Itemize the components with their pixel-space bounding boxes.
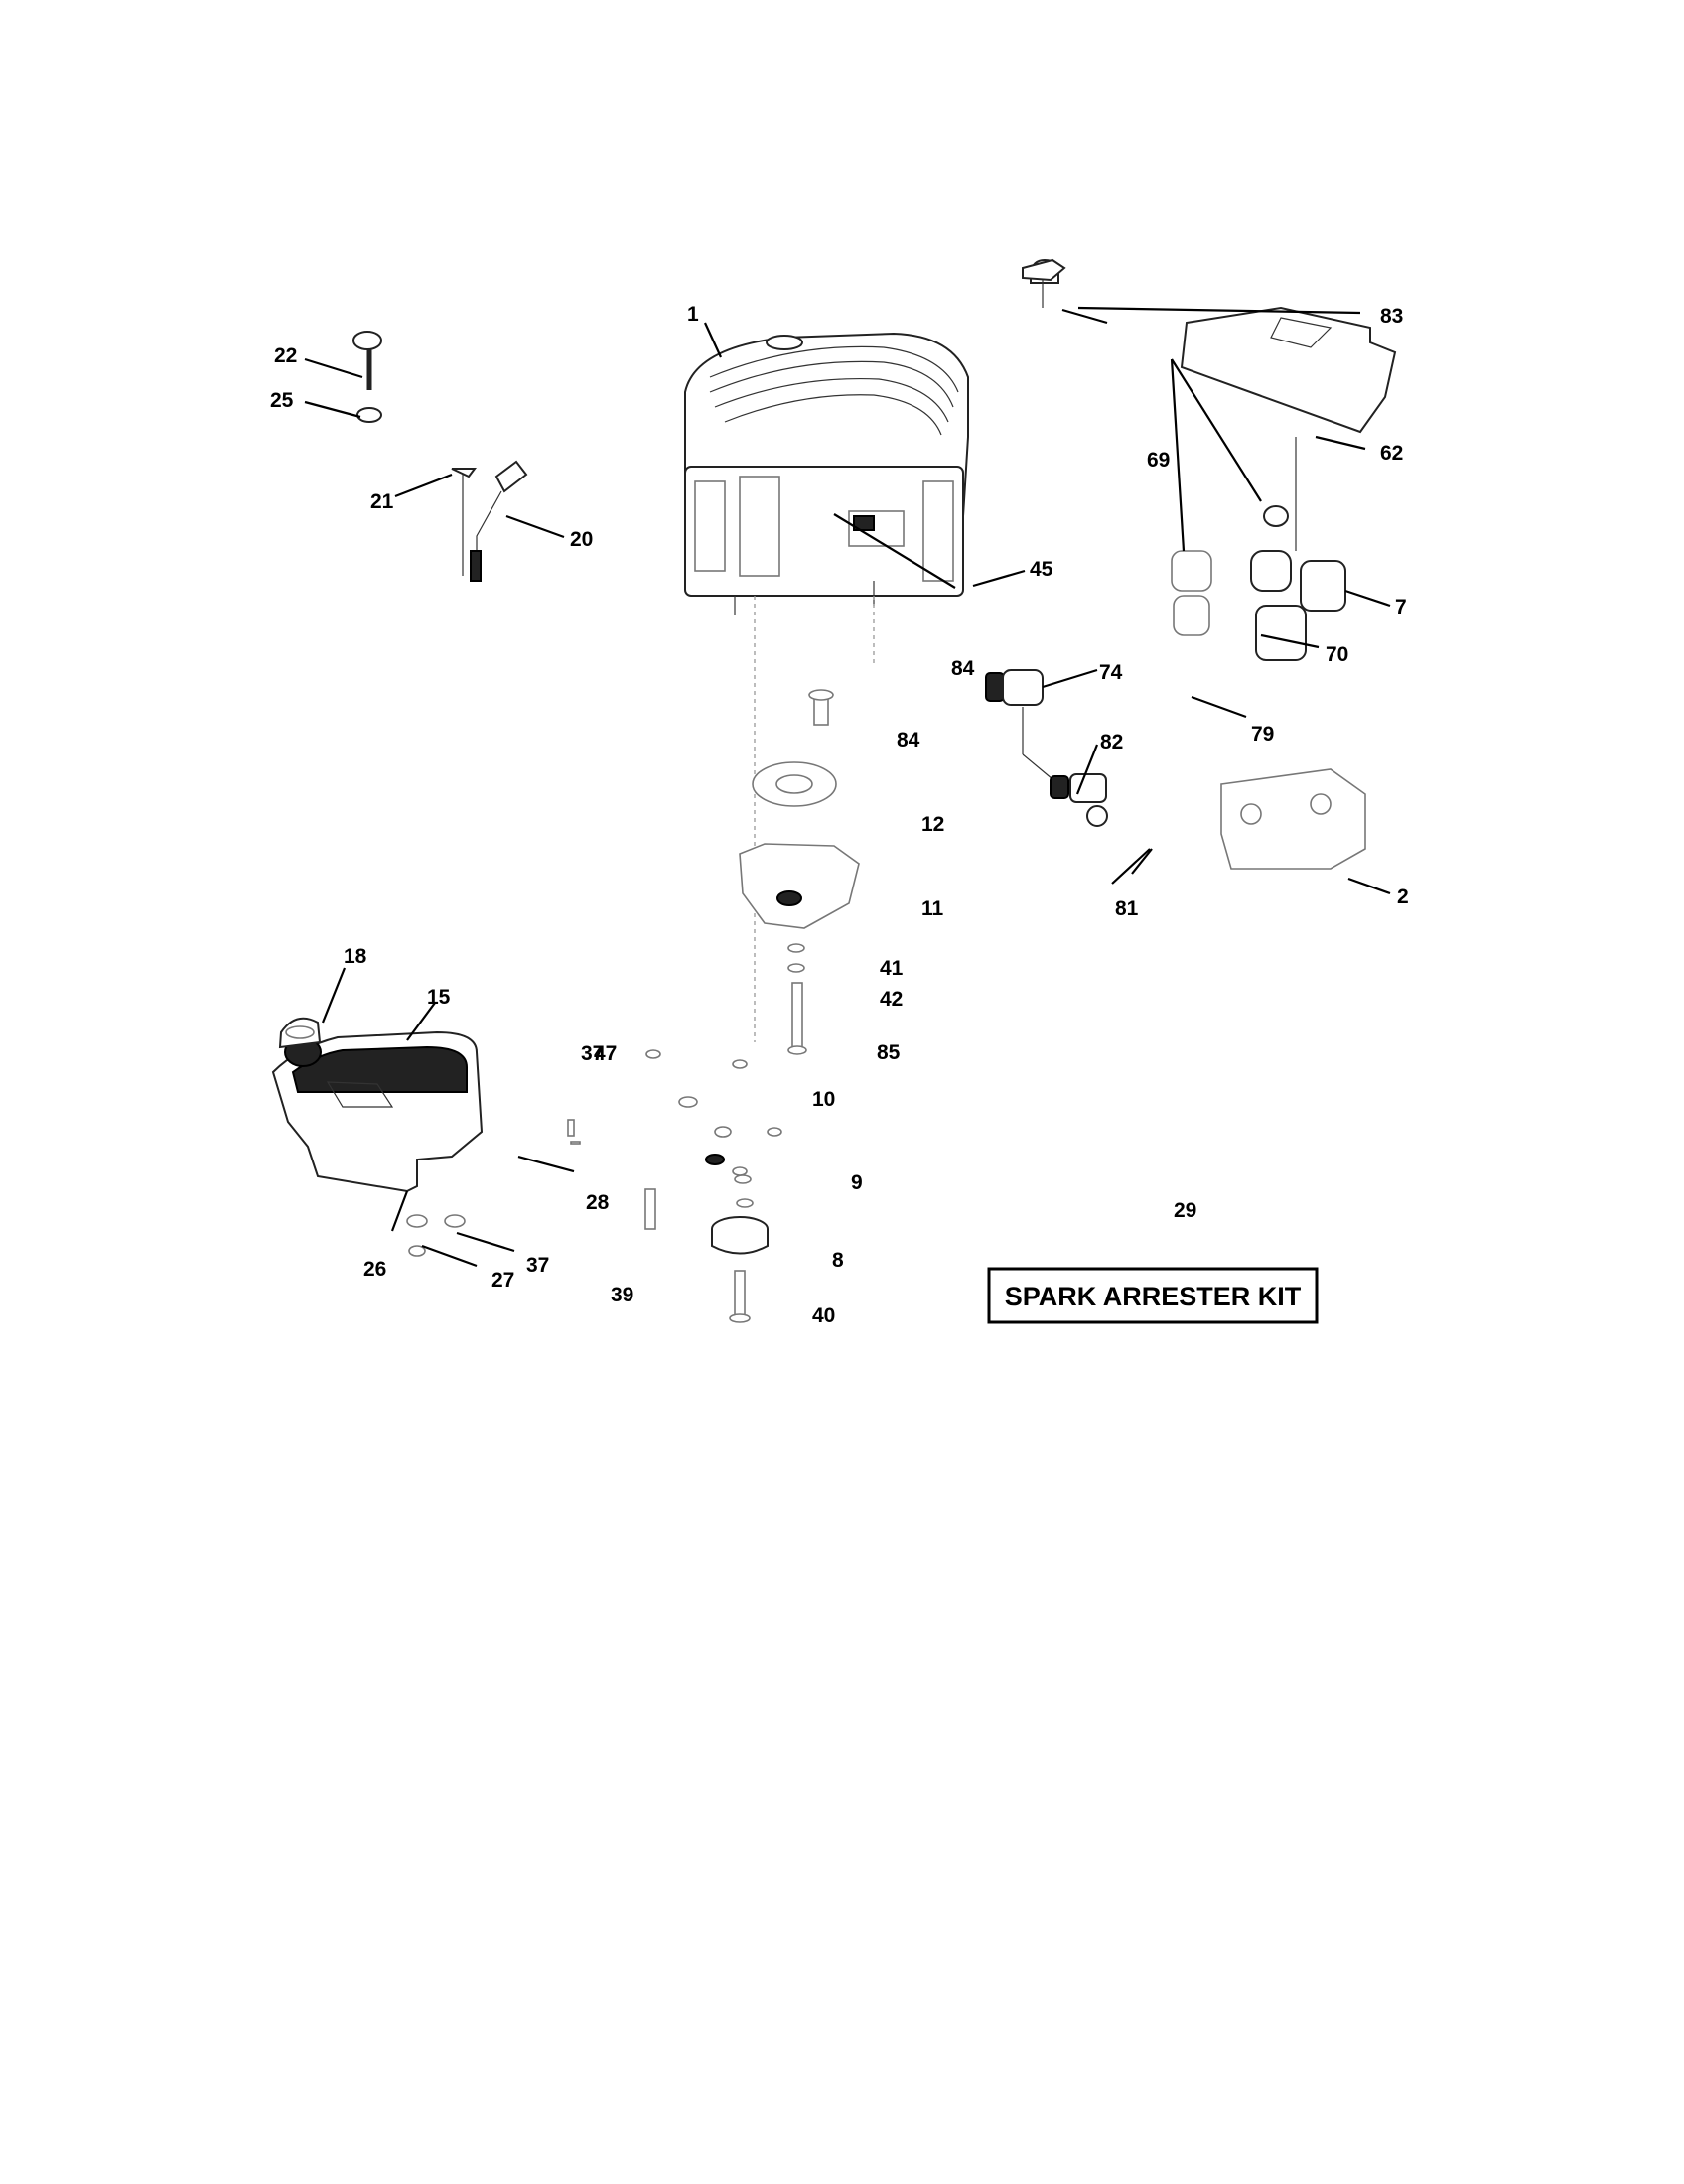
- screw-37: [567, 1119, 575, 1137]
- muffler-fittings: [1171, 437, 1346, 661]
- callout-74: 74: [1099, 661, 1123, 684]
- callout-25: 25: [270, 389, 294, 412]
- callout-18: 18: [344, 945, 367, 968]
- pulley-12: [752, 761, 837, 807]
- callout-26: 26: [363, 1258, 386, 1281]
- callout-20: 20: [570, 528, 593, 551]
- fitting-74: [985, 669, 1053, 780]
- callout-27: 27: [491, 1269, 514, 1292]
- spark-arrester-kit-label: SPARK ARRESTER KIT: [1005, 1282, 1302, 1311]
- washers-41-42: [787, 943, 805, 973]
- callout-22: 22: [274, 344, 297, 367]
- dipstick: [451, 460, 528, 582]
- callout-83: 83: [1380, 305, 1403, 328]
- callout-29: 29: [1174, 1199, 1196, 1222]
- callout-79: 79: [1251, 723, 1274, 746]
- callout-45: 45: [1030, 558, 1053, 581]
- callout-37-upper: 37: [581, 1042, 604, 1065]
- callout-10: 10: [812, 1088, 835, 1111]
- callout-1: 1: [687, 303, 699, 326]
- heat-shield: [1180, 306, 1397, 434]
- callout-28: 28: [586, 1191, 610, 1214]
- bolt-85: [787, 982, 807, 1055]
- bolt-40: [729, 1270, 751, 1323]
- spark-plug-82: [1050, 773, 1108, 827]
- fuel-cap: [278, 1017, 322, 1049]
- clutch-11: [739, 843, 860, 929]
- callout-82: 82: [1100, 731, 1123, 753]
- callout-41: 41: [880, 957, 904, 980]
- callout-21: 21: [370, 490, 394, 513]
- callout-85: 85: [877, 1041, 901, 1064]
- callout-42: 42: [880, 988, 903, 1011]
- callout-39: 39: [611, 1284, 633, 1306]
- leader-lines: [304, 306, 1391, 1268]
- bolt-83: [1022, 258, 1066, 308]
- callout-70: 70: [1326, 643, 1348, 666]
- callout-12: 12: [921, 813, 944, 836]
- callout-69: 69: [1147, 449, 1170, 472]
- callout-2: 2: [1397, 886, 1409, 908]
- bracket-hardware: [570, 1049, 782, 1208]
- callout-7: 7: [1395, 596, 1407, 618]
- bolt-84: [808, 689, 834, 726]
- callout-labels: 1 2 7 8 9 10 11 12 15 18 20 21 22 25 26 …: [270, 303, 1409, 1327]
- callout-40: 40: [812, 1304, 835, 1327]
- spacer-8: [711, 1216, 769, 1255]
- callout-81: 81: [1115, 897, 1139, 920]
- push-pin: [352, 331, 382, 390]
- fuel-tank: [271, 1030, 484, 1193]
- callout-9: 9: [851, 1171, 863, 1194]
- callout-84-upper: 84: [951, 657, 975, 680]
- callout-11: 11: [921, 897, 944, 920]
- callout-15: 15: [427, 986, 451, 1009]
- callout-62: 62: [1380, 442, 1403, 465]
- callout-47: 47: [594, 1042, 617, 1065]
- callout-84-lower: 84: [897, 729, 920, 751]
- spark-arrester-kit-box: SPARK ARRESTER KIT: [987, 1267, 1319, 1324]
- muffler: [1220, 768, 1366, 870]
- washer-25: [356, 407, 382, 423]
- callout-8: 8: [832, 1249, 844, 1272]
- bolt-39: [644, 1188, 656, 1230]
- fuel-tank-strap: [406, 1214, 466, 1257]
- callout-37-lower: 37: [526, 1254, 549, 1277]
- engine: [684, 332, 969, 615]
